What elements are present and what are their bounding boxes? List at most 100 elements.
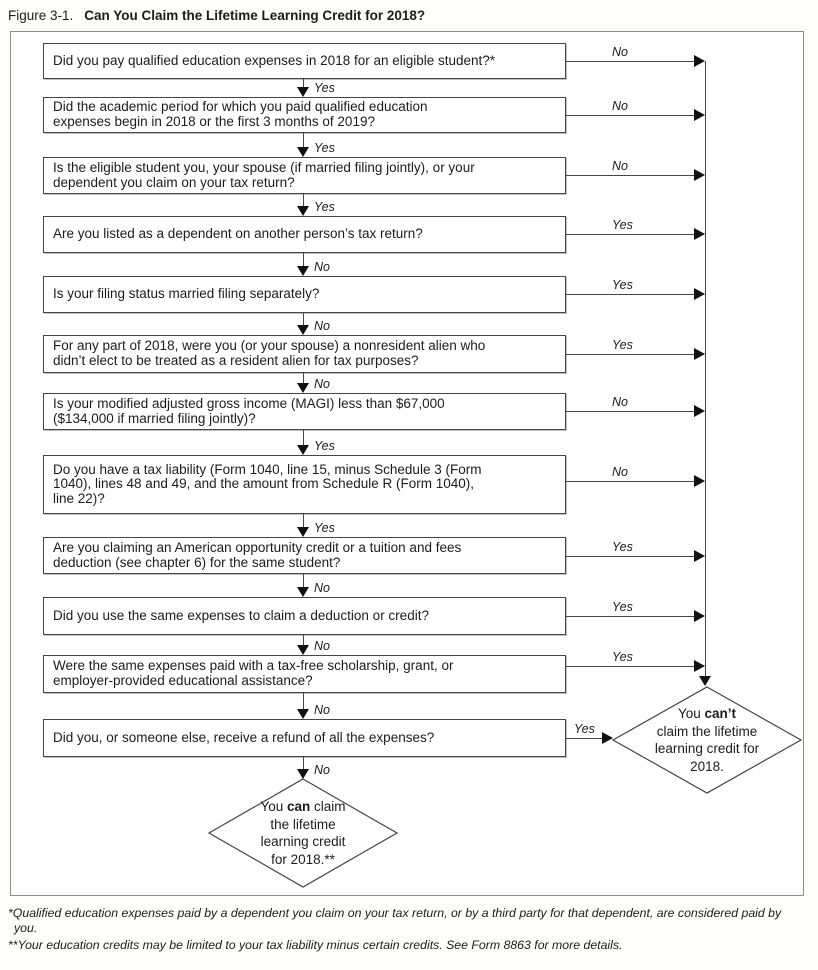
- question-text: Are you listed as a dependent on another…: [53, 226, 423, 242]
- flow-line: [566, 294, 694, 295]
- result-diamond-cant-shape: [611, 686, 803, 794]
- question-box: Do you have a tax liability (Form 1040, …: [43, 455, 566, 514]
- result-diamond-can: You can claim the lifetime learning cred…: [213, 782, 393, 884]
- branch-label: No: [314, 377, 330, 391]
- arrowhead-down-icon: [297, 527, 309, 537]
- question-text: Is your filing status married filing sep…: [53, 286, 320, 302]
- branch-label: Yes: [314, 141, 335, 155]
- flow-line: [566, 616, 694, 617]
- arrowhead-down-icon: [297, 206, 309, 216]
- arrowhead-right-icon: [694, 405, 705, 417]
- arrowhead-down-icon: [297, 709, 309, 719]
- flow-line: [566, 61, 694, 62]
- result-text: You can’t claim the lifetime learning cr…: [654, 706, 760, 774]
- question-text: Did the academic period for which you pa…: [53, 99, 428, 129]
- branch-label: No: [612, 45, 628, 59]
- arrowhead-down-icon: [297, 266, 309, 276]
- branch-label: Yes: [314, 81, 335, 95]
- question-box: Did the academic period for which you pa…: [43, 97, 566, 133]
- flow-line: [303, 79, 304, 89]
- arrowhead-down-icon: [297, 383, 309, 393]
- branch-label: Yes: [612, 540, 633, 554]
- branch-label: Yes: [612, 338, 633, 352]
- question-text: Were the same expenses paid with a tax-f…: [53, 658, 454, 688]
- arrowhead-right-icon: [694, 169, 705, 181]
- arrowhead-right-icon: [694, 475, 705, 487]
- flow-line: [566, 481, 694, 482]
- arrowhead-right-icon: [694, 288, 705, 300]
- question-box: Is your modified adjusted gross income (…: [43, 393, 566, 430]
- flow-line: [566, 411, 694, 412]
- arrowhead-down-icon: [297, 645, 309, 655]
- flow-line: [566, 666, 694, 667]
- figure-title-text: Can You Claim the Lifetime Learning Cred…: [84, 8, 426, 23]
- question-text: Is your modified adjusted gross income (…: [53, 395, 445, 426]
- arrowhead-down-icon: [297, 445, 309, 455]
- arrowhead-right-icon: [694, 550, 705, 562]
- footnote-2: **Your education credits may be limited …: [8, 938, 623, 952]
- figure-label: Figure 3-1.: [8, 8, 74, 23]
- arrowhead-right-icon: [694, 228, 705, 240]
- branch-label: No: [612, 159, 628, 173]
- branch-label: No: [314, 763, 330, 777]
- arrowhead-down-icon: [699, 676, 711, 686]
- branch-label: No: [314, 703, 330, 717]
- result-diamond-can-shape: [207, 778, 399, 888]
- question-text: Did you use the same expenses to claim a…: [53, 607, 429, 623]
- question-text: Did you, or someone else, receive a refu…: [53, 729, 435, 745]
- arrowhead-down-icon: [297, 147, 309, 157]
- result-diamond-cant: You can’t claim the lifetime learning cr…: [617, 690, 797, 790]
- arrowhead-right-icon: [694, 348, 705, 360]
- question-box: Is the eligible student you, your spouse…: [43, 157, 566, 194]
- question-text: For any part of 2018, were you (or your …: [53, 338, 486, 368]
- arrowhead-down-icon: [297, 769, 309, 779]
- arrowhead-down-icon: [297, 87, 309, 97]
- question-box: Are you claiming an American opportunity…: [43, 537, 566, 574]
- question-text: Are you claiming an American opportunity…: [53, 539, 462, 570]
- branch-label: No: [314, 581, 330, 595]
- branch-label: Yes: [574, 722, 595, 736]
- flow-line: [566, 556, 694, 557]
- question-box: Are you listed as a dependent on another…: [43, 216, 566, 253]
- arrowhead-right-icon: [694, 660, 705, 672]
- flow-line: [303, 194, 304, 208]
- branch-label: No: [314, 260, 330, 274]
- question-box: Were the same expenses paid with a tax-f…: [43, 655, 566, 693]
- question-text: Is the eligible student you, your spouse…: [53, 159, 475, 190]
- flow-line: [566, 175, 694, 176]
- figure-title: Figure 3-1. Can You Claim the Lifetime Le…: [8, 8, 425, 23]
- flow-line: [303, 757, 304, 771]
- flow-line: [566, 738, 603, 739]
- arrowhead-down-icon: [297, 325, 309, 335]
- flow-line: [303, 133, 304, 149]
- result-text: You can claim the lifetime learning cred…: [260, 799, 346, 867]
- flow-line: [303, 313, 304, 327]
- branch-label: Yes: [314, 521, 335, 535]
- question-box: Did you use the same expenses to claim a…: [43, 597, 566, 635]
- flow-line: [566, 354, 694, 355]
- question-box: Is your filing status married filing sep…: [43, 276, 566, 313]
- branch-label: Yes: [314, 439, 335, 453]
- flow-line: [566, 115, 694, 116]
- branch-label: No: [612, 395, 628, 409]
- arrowhead-right-icon: [694, 109, 705, 121]
- branch-label: Yes: [612, 650, 633, 664]
- question-box: For any part of 2018, were you (or your …: [43, 335, 566, 373]
- arrowhead-right-icon: [694, 55, 705, 67]
- branch-label: Yes: [612, 600, 633, 614]
- arrowhead-right-icon: [602, 732, 613, 744]
- flow-line-vertical-rail: [705, 61, 706, 676]
- question-box: Did you, or someone else, receive a refu…: [43, 719, 566, 757]
- footnote-1: *Qualified education expenses paid by a …: [8, 906, 782, 935]
- question-text: Did you pay qualified education expenses…: [53, 52, 496, 68]
- flow-line: [303, 253, 304, 268]
- flow-line: [303, 693, 304, 711]
- footnotes: *Qualified education expenses paid by a …: [8, 906, 810, 955]
- arrowhead-down-icon: [297, 587, 309, 597]
- flow-line: [303, 373, 304, 385]
- question-text: Do you have a tax liability (Form 1040, …: [53, 461, 482, 506]
- flow-line: [303, 635, 304, 647]
- flow-line: [303, 514, 304, 529]
- flow-line: [303, 574, 304, 589]
